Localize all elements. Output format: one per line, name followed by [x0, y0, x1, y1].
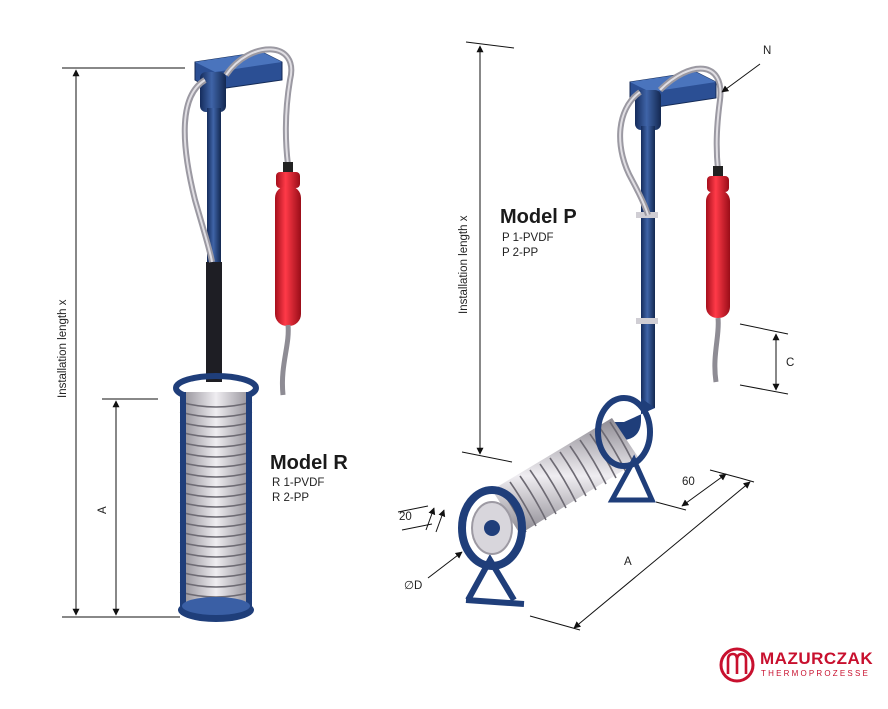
model-p-heater: [458, 65, 730, 607]
model-p-dim-d-label: ∅D: [404, 580, 423, 592]
model-r-variant-1: R 1-PVDF: [272, 477, 325, 489]
model-r-installation-length-label: Installation length x: [57, 299, 69, 398]
model-p-variant-1: P 1-PVDF: [502, 232, 554, 244]
model-r-heater: [173, 46, 301, 622]
model-p-dim-20-label: 20: [399, 511, 412, 523]
model-r-coil-turns: [179, 401, 253, 598]
model-p-dim-c-label: C: [786, 357, 795, 369]
model-r-dimensions: [62, 67, 185, 618]
model-p-dimensions: [397, 41, 789, 631]
brand-name: MAZURCZAK: [760, 649, 874, 668]
model-r-title: Model R: [270, 452, 348, 474]
model-p-dim-60-label: 60: [682, 476, 695, 488]
model-p-installation-length-label: Installation length x: [458, 215, 470, 314]
brand-logo-icon: [719, 647, 755, 683]
model-r-variant-2: R 2-PP: [272, 492, 310, 504]
brand: MAZURCZAK THERMOPROZESSE: [720, 647, 874, 687]
model-p-title: Model P: [500, 206, 577, 228]
model-p-dim-a-label: A: [624, 556, 632, 568]
model-p-variant-2: P 2-PP: [502, 247, 539, 259]
model-p-dim-n-label: N: [763, 45, 772, 57]
brand-tagline: THERMOPROZESSE: [761, 669, 871, 678]
model-r-dim-a-label: A: [97, 506, 109, 514]
